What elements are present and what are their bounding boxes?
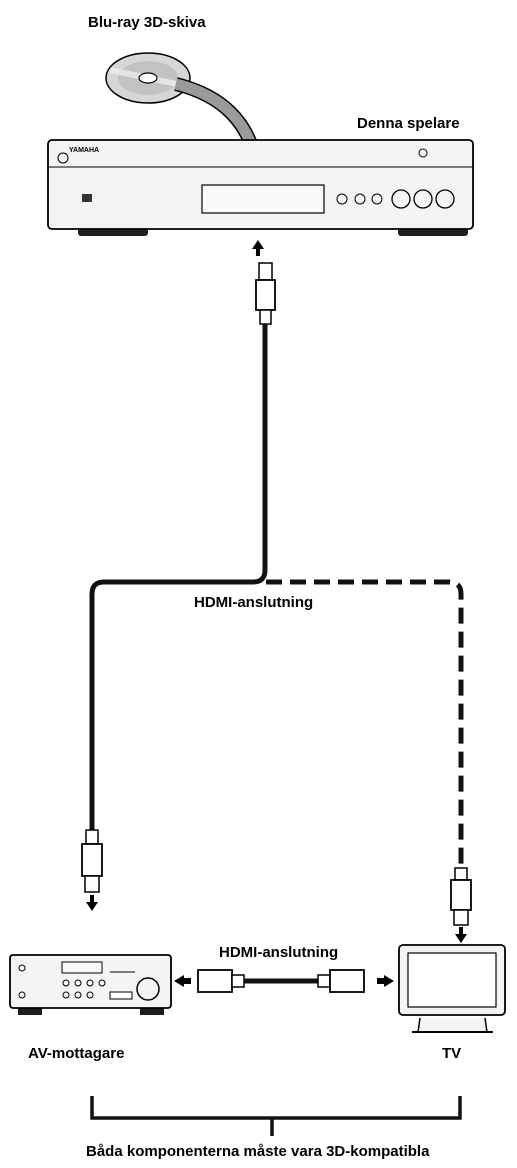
player-label: Denna spelare bbox=[357, 115, 460, 132]
hdmi-cable-solid bbox=[89, 324, 268, 830]
brand-label: YAMAHA bbox=[69, 147, 99, 154]
arrow-up-icon bbox=[252, 240, 264, 256]
receiver-label: AV-mottagare bbox=[28, 1045, 125, 1062]
bluray-disc bbox=[105, 52, 191, 104]
hdmi-connector-receiver bbox=[81, 829, 103, 893]
arrow-down-icon-tv bbox=[455, 927, 467, 943]
hdmi-connector-top bbox=[255, 262, 276, 325]
av-receiver bbox=[9, 954, 172, 1015]
hdmi-connector-tv bbox=[450, 867, 472, 926]
hdmi-cable-dashed bbox=[266, 579, 464, 868]
compatibility-bracket bbox=[90, 1096, 462, 1136]
hdmi-bottom-label: HDMI-anslutning bbox=[219, 944, 339, 961]
tv bbox=[398, 944, 506, 1033]
tv-label: TV bbox=[442, 1045, 462, 1062]
arrow-down-icon-receiver bbox=[86, 895, 98, 911]
disc-label: Blu-ray 3D-skiva bbox=[88, 14, 206, 31]
bluray-player bbox=[47, 139, 474, 236]
hdmi-top-label: HDMI-anslutning bbox=[194, 594, 314, 611]
hdmi-cable-horizontal bbox=[174, 969, 394, 993]
requirement-label: Båda komponenterna måste vara 3D-kompati… bbox=[86, 1143, 430, 1160]
